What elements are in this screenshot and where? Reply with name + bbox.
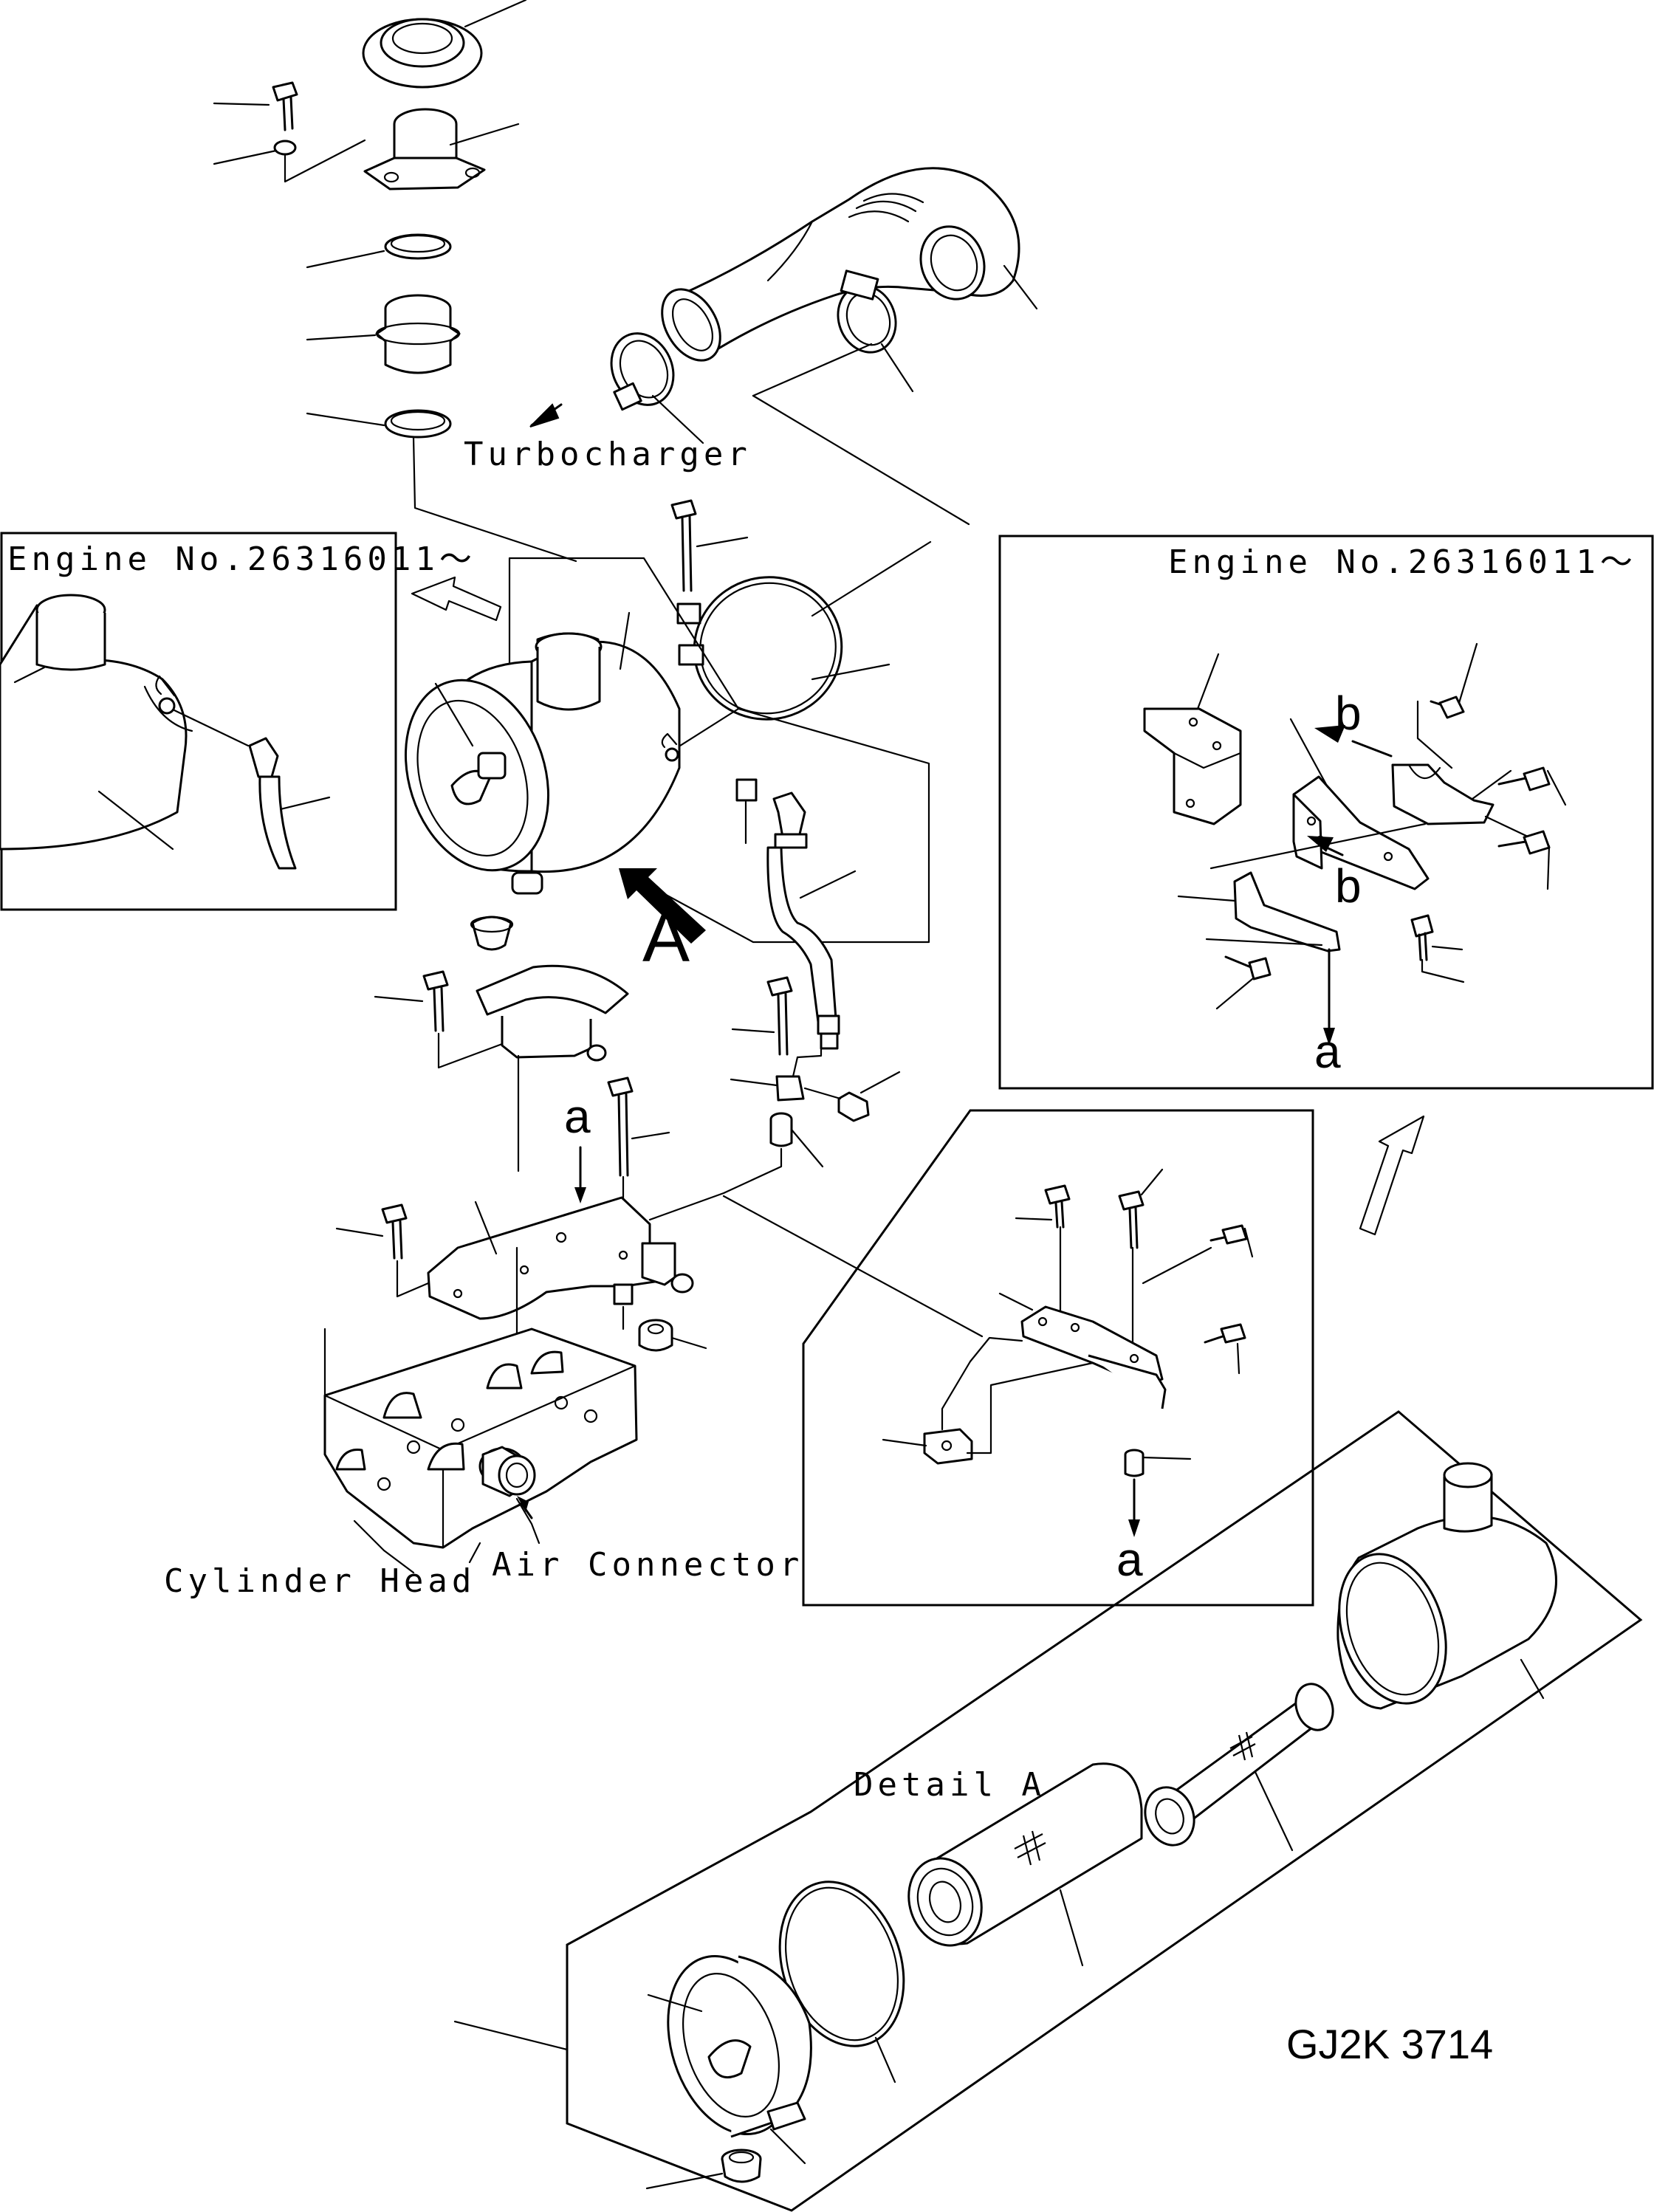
engine-no-left-label: Engine No.26316011～ [7, 540, 476, 578]
cylinder-head-label: Cylinder Head [164, 1562, 476, 1600]
left-detail-parts [0, 594, 331, 870]
clamp-ring-2 [306, 409, 577, 563]
safety-element [1144, 1683, 1334, 1852]
arrow-b-top [1314, 725, 1393, 758]
sensor-clip [730, 1045, 901, 1122]
cleaner-saddle [476, 964, 629, 1172]
mid-detail-parts [722, 1168, 1254, 1537]
ref-a-right: a [1314, 1025, 1341, 1078]
sensor-hose [735, 778, 857, 1050]
ref-a-main: a [564, 1090, 591, 1143]
ref-b-top: b [1335, 687, 1362, 740]
intake-adapter-bracket [363, 108, 520, 190]
detail-cover [647, 1955, 812, 2165]
engine-no-right-label: Engine No.26316011～ [1168, 543, 1637, 581]
clamp-ring-1 [306, 233, 452, 269]
o-ring [778, 1880, 905, 2084]
right-detail-parts [1143, 642, 1567, 1045]
primary-element [907, 1762, 1143, 1967]
arrow-b-mid [1307, 836, 1344, 856]
plate-bolt [335, 1203, 430, 1298]
view-a-label: A [642, 898, 690, 977]
mounting-band [676, 540, 932, 721]
right-outline-arrow [1359, 1115, 1425, 1236]
intake-cap [362, 0, 527, 89]
air-connector-label: Air Connector [492, 1546, 803, 1584]
main-bolt [670, 499, 749, 592]
washer-top [213, 139, 366, 183]
turbocharger-arrow [529, 403, 563, 427]
hose-clamp-left [610, 332, 704, 444]
ref-a-lower: a [1116, 1533, 1143, 1586]
detail-housing [1336, 1462, 1557, 1710]
hose-clamp-right [752, 269, 970, 526]
detail-a-label: Detail A [854, 1766, 1046, 1804]
base-plate [427, 1196, 694, 1336]
long-bolt-1 [731, 976, 793, 1056]
ref-b-mid: b [1335, 859, 1362, 913]
intake-sleeve [306, 294, 461, 374]
mid-detail-box [802, 1109, 1314, 1607]
dust-valve [645, 2149, 762, 2190]
turbocharger-label: Turbocharger [464, 436, 752, 473]
cylinder-head [323, 1327, 638, 1574]
drawing-code: GJ2K 3714 [1286, 2021, 1493, 2067]
view-a-arrow [619, 868, 706, 944]
plate-collar [638, 1319, 707, 1352]
bolt-top [213, 81, 298, 131]
left-outline-arrow [411, 576, 502, 622]
intake-hose [661, 167, 1038, 362]
engine-no-right-box [998, 535, 1654, 1090]
saddle-bolt [374, 970, 504, 1069]
ref-a-main-arrow [574, 1146, 586, 1203]
spacer-collar [648, 1112, 824, 1221]
detail-a-outline [453, 1410, 1643, 2212]
air-cleaner-body [404, 611, 681, 951]
